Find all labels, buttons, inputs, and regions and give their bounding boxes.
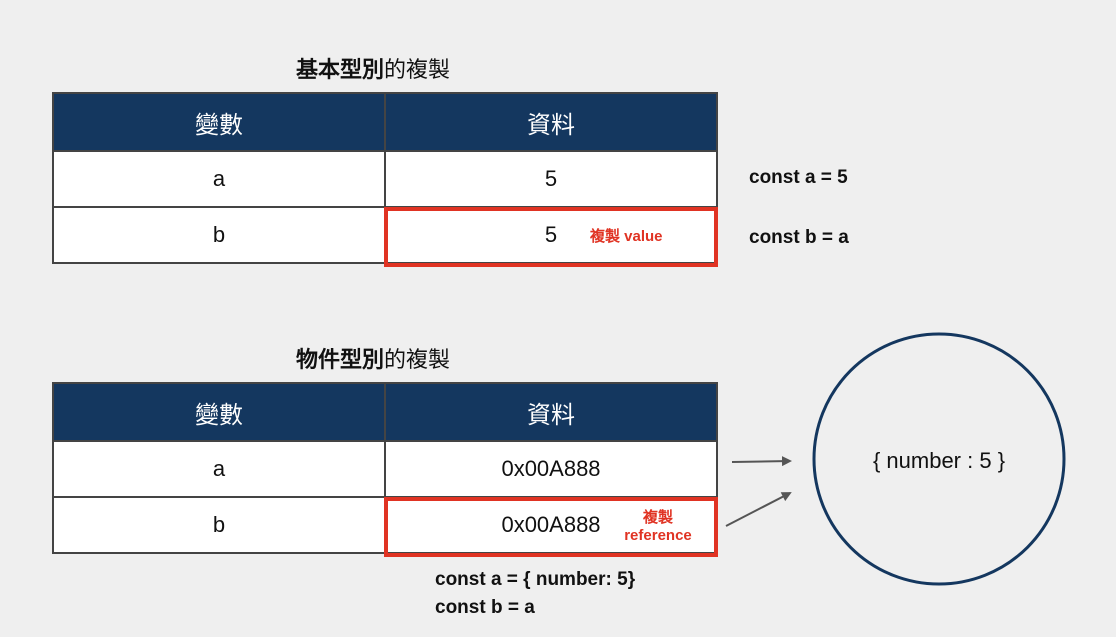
object-row-b-data: 0x00A888 [384, 496, 718, 554]
primitive-title-bold: 基本型別 [296, 57, 385, 82]
object-row-b-data-value: 0x00A888 [501, 512, 601, 537]
primitive-section-title: 基本型別的複製 [296, 52, 450, 84]
primitive-row-b-data-value: 5 [544, 222, 558, 247]
object-header-row: 變數 資料 [52, 382, 718, 442]
object-copy-note: 複製 reference [618, 509, 698, 545]
primitive-row-b-var: b [52, 206, 386, 264]
primitive-row-a-var: a [52, 150, 386, 208]
primitive-copy-note: 複製 value [590, 228, 663, 245]
object-row-b-var: b [52, 496, 386, 554]
object-copy-note-line-2: reference [624, 527, 692, 544]
object-table: 變數 資料 a 0x00A888 b 0x00A888 [52, 382, 718, 554]
table-row: b 0x00A888 [52, 496, 718, 554]
object-row-a-data: 0x00A888 [384, 440, 718, 498]
primitive-row-a-data: 5 [384, 150, 718, 208]
object-code-line-2: const b = a [435, 597, 535, 618]
primitive-title-rest: 的複製 [384, 57, 451, 82]
object-copy-note-line-1: 複製 [642, 509, 673, 526]
heap-object-label: { number : 5 } [872, 448, 1006, 473]
table-row: b 5 [52, 206, 718, 264]
primitive-header-row: 變數 資料 [52, 92, 718, 152]
arrow-a-to-object [731, 456, 792, 467]
primitive-code-line-1: const a = 5 [749, 167, 848, 188]
object-section-title: 物件型別的複製 [296, 342, 450, 374]
primitive-code-line-2: const b = a [749, 227, 849, 248]
table-row: a 5 [52, 150, 718, 208]
primitive-header-variable: 變數 [52, 92, 386, 152]
object-title-rest: 的複製 [384, 347, 451, 372]
object-copy-highlight [384, 497, 718, 557]
object-title-bold: 物件型別 [296, 347, 385, 372]
table-row: a 0x00A888 [52, 440, 718, 498]
heap-object-circle [812, 332, 1066, 586]
primitive-copy-highlight [384, 207, 718, 267]
primitive-row-b-data: 5 [384, 206, 718, 264]
primitive-table: 變數 資料 a 5 b 5 [52, 92, 718, 264]
object-header-variable: 變數 [52, 382, 386, 442]
primitive-header-data: 資料 [384, 92, 718, 152]
object-code-line-1: const a = { number: 5} [435, 569, 636, 590]
arrow-b-to-object [725, 492, 792, 527]
object-row-a-var: a [52, 440, 386, 498]
object-header-data: 資料 [384, 382, 718, 442]
